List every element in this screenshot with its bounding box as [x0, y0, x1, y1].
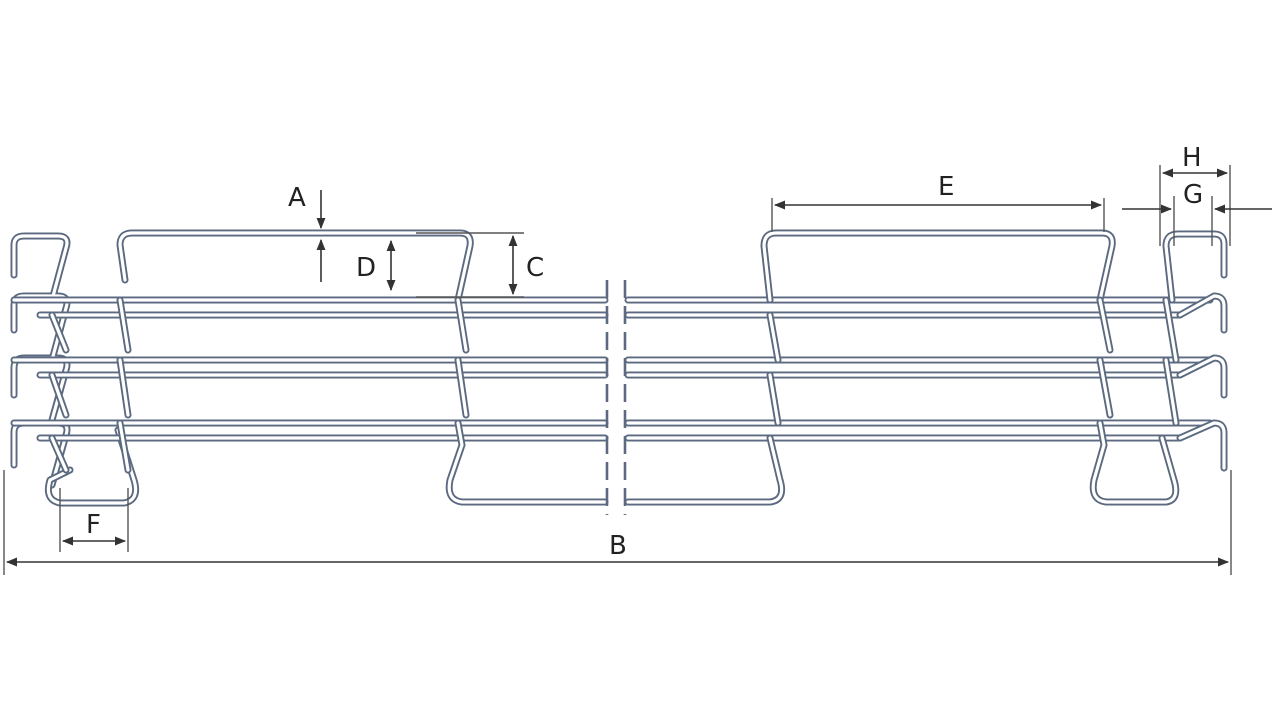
dimension-label-h: H	[1182, 143, 1202, 173]
dimension-f: F	[59, 488, 129, 552]
dimension-h: H	[1159, 143, 1231, 246]
mid-left-spiral	[445, 296, 609, 506]
dimension-label-c: C	[526, 253, 544, 283]
dimension-label-a: A	[288, 183, 306, 213]
dimension-label-f: F	[86, 510, 101, 540]
dimension-c: C	[416, 232, 544, 298]
belt-wires	[10, 229, 1228, 507]
dimension-label-d: D	[356, 253, 376, 283]
top-left-loop	[116, 229, 474, 304]
mid-right-spiral	[766, 296, 1180, 506]
dimension-e: E	[771, 172, 1105, 232]
top-right-loop	[760, 229, 1116, 304]
dimension-label-g: G	[1183, 180, 1203, 210]
dimension-label-b: B	[609, 531, 627, 561]
mid-right-bottom-loop	[624, 434, 786, 506]
break-marks	[605, 280, 627, 515]
dimension-g: G	[1122, 180, 1272, 246]
dimension-d: D	[356, 239, 396, 292]
dimension-a: A	[288, 183, 326, 282]
dimension-b: B	[3, 470, 1232, 575]
dimension-label-e: E	[938, 172, 954, 202]
